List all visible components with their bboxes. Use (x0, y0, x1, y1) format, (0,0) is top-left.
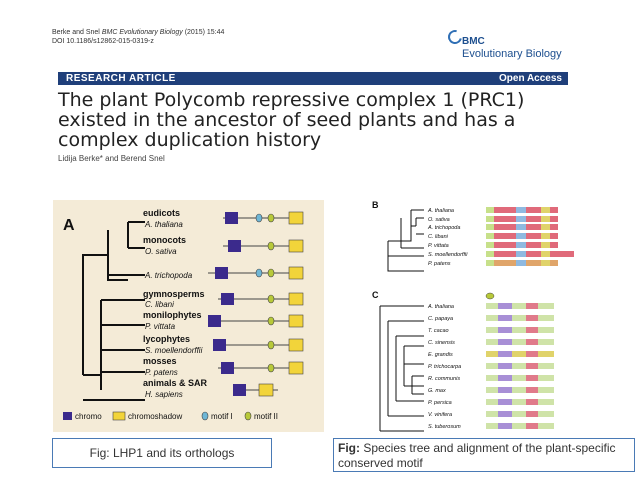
tree-c (379, 305, 424, 432)
caption-right: Fig: Species tree and alignment of the p… (333, 438, 635, 472)
group-label: lycophytes (143, 334, 190, 344)
motif1-swatch (201, 411, 209, 421)
caption-right-prefix: Fig: (338, 441, 360, 455)
title-line1: The plant Polycomb repressive complex 1 … (58, 89, 525, 111)
species-label: S. moellendorffii (145, 346, 203, 355)
caption-right-text: Species tree and alignment of the plant-… (338, 441, 616, 470)
species-c-item: G. max (428, 388, 446, 394)
tree-b (387, 209, 424, 272)
species-b-item: A. thaliana (427, 208, 454, 214)
species-b-item: P. patens (428, 261, 451, 267)
motif2-markers (267, 213, 275, 373)
figure-a-svg: A eudicots A. thaliana monocots O. sativ… (63, 208, 304, 421)
species-labels: eudicots A. thaliana monocots O. sativa … (143, 208, 208, 399)
species-c-item: C. papaya (428, 316, 453, 322)
article-banner: RESEARCH ARTICLE Open Access (58, 72, 568, 85)
figure-a: A eudicots A. thaliana monocots O. sativ… (53, 200, 324, 432)
species-c-item: A. thaliana (427, 304, 454, 310)
species-c-item: V. vinifera (428, 412, 452, 418)
chromoshadow-swatch (112, 411, 126, 421)
legend-motif1: motif I (211, 412, 233, 421)
bmc-logo: BMC Evolutionary Biology (445, 26, 568, 66)
group-label: animals & SAR (143, 378, 208, 388)
group-label: gymnosperms (143, 289, 205, 299)
citation-prefix: Berke and Snel (52, 29, 102, 36)
species-label: P. patens (145, 368, 178, 377)
species-b-item: S. moellendorffii (428, 252, 468, 258)
banner-access: Open Access (499, 73, 562, 84)
caption-left: Fig: LHP1 and its orthologs (52, 438, 272, 468)
species-c-item: T. cacao (428, 328, 449, 334)
citation-journal: BMC Evolutionary Biology (101, 29, 183, 36)
species-label: A. trichopoda (144, 271, 193, 280)
chromoshadow-domains (258, 211, 304, 397)
species-c-item: P. persica (428, 400, 452, 406)
legend-chromoshadow: chromoshadow (128, 412, 182, 421)
group-label: monocots (143, 235, 186, 245)
species-b-item: P. vittata (428, 243, 449, 249)
figure-a-legend: chromo chromoshadow motif I motif II (63, 411, 278, 421)
species-label: O. sativa (145, 247, 177, 256)
phylo-tree (82, 221, 145, 401)
species-c-item: R. communis (428, 376, 460, 382)
chromo-domains (208, 212, 246, 396)
species-b-item: A. trichopoda (427, 225, 460, 231)
species-c-item: E. grandis (428, 352, 453, 358)
authors: Lidija Berke* and Berend Snel (58, 154, 165, 163)
species-label: A. thaliana (144, 220, 183, 229)
motif1-markers (255, 213, 263, 278)
banner-type: RESEARCH ARTICLE (66, 73, 176, 84)
species-c-item: C. sinensis (428, 340, 455, 346)
group-label: mosses (143, 356, 177, 366)
species-c-item: S. tuberosum (428, 424, 461, 430)
species-c: A. thaliana C. papaya T. cacao C. sinens… (427, 304, 461, 430)
species-label: C. libani (145, 300, 174, 309)
species-label: H. sapiens (145, 390, 183, 399)
group-label: eudicots (143, 208, 180, 218)
title-line3: complex duplication history (58, 129, 322, 151)
alignment-b (486, 207, 574, 266)
species-b-item: O. sativa (428, 217, 450, 223)
domain-structures (208, 211, 304, 397)
citation-suffix: (2015) 15:44 (182, 29, 225, 36)
logo-line2: Evolutionary Biology (462, 48, 562, 60)
motif2-swatch (244, 411, 252, 421)
citation: Berke and Snel BMC Evolutionary Biology … (52, 28, 224, 46)
figure-bc-svg: B A. thaliana O. sativa A. trichopoda C.… (372, 200, 574, 432)
alignment-c (485, 292, 554, 429)
legend-motif2: motif II (254, 412, 278, 421)
citation-doi: DOI 10.1186/s12862-015-0319-z (52, 38, 154, 45)
figure-bc: B A. thaliana O. sativa A. trichopoda C.… (366, 196, 586, 438)
species-c-item: P. trichocarpa (428, 364, 461, 370)
figure-c-label: C (372, 290, 379, 300)
species-b-item: C. libani (428, 234, 449, 240)
group-label: monilophytes (143, 310, 202, 320)
species-b: A. thaliana O. sativa A. trichopoda C. l… (427, 208, 468, 267)
species-label: P. vittata (145, 322, 176, 331)
logo-line1: BMC (462, 36, 485, 47)
article-title: The plant Polycomb repressive complex 1 … (58, 90, 578, 150)
figure-a-label: A (63, 217, 75, 234)
title-line2: existed in the ancestor of seed plants a… (58, 109, 516, 131)
chromo-swatch (63, 412, 72, 420)
legend-chromo: chromo (75, 412, 102, 421)
figure-b-label: B (372, 200, 379, 210)
